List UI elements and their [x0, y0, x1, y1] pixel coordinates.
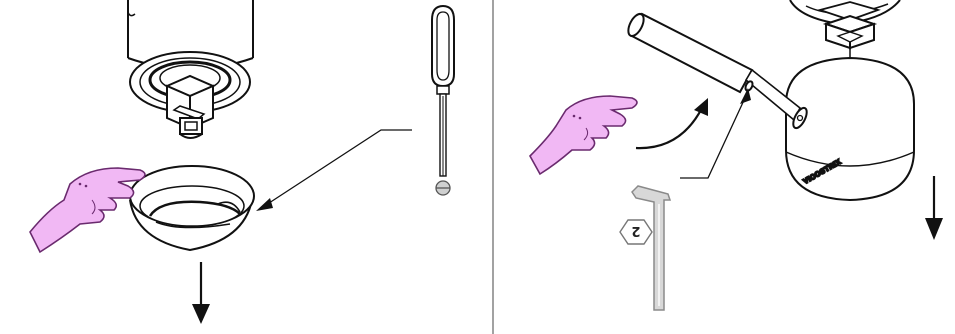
faucet-mechanism: [789, 0, 901, 58]
leader-line-right: [680, 97, 746, 179]
rotation-arrow: [635, 98, 708, 150]
faucet-body: [127, 0, 254, 139]
pin-rod: [627, 12, 808, 130]
hex-key-icon: [631, 185, 672, 311]
hand-icon-right: [529, 95, 638, 176]
dome-cap: VICOSTRIX: [785, 56, 915, 202]
down-arrow-right: [925, 176, 943, 240]
leader-line: [265, 129, 412, 206]
hex-size-badge: 2: [619, 219, 653, 245]
down-arrow: [192, 262, 210, 324]
left-panel: [29, 0, 455, 324]
hand-icon: [29, 167, 146, 254]
hex-size-label: 2: [631, 223, 640, 238]
screwdriver-icon: [431, 4, 455, 196]
right-panel: VICOSTRIX: [529, 0, 943, 311]
cover-cap: [129, 165, 255, 252]
leader-arrowhead: [256, 198, 273, 211]
leader-arrowhead-right: [740, 88, 751, 104]
